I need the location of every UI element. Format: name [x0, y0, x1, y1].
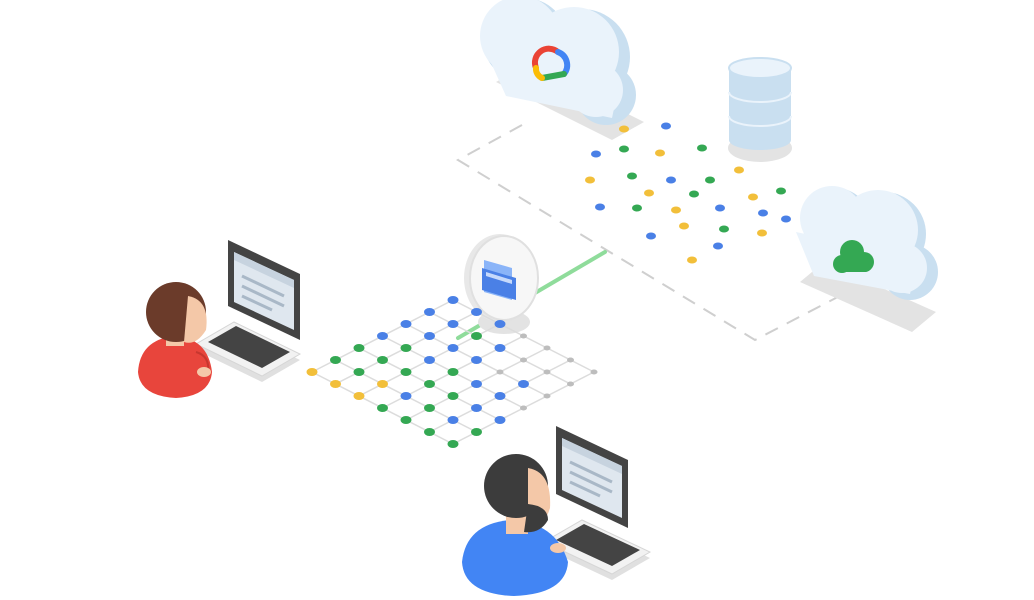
grid-dot [400, 392, 412, 400]
grid-dot [377, 404, 388, 412]
avatar-blue [462, 454, 568, 596]
grid-dot [494, 416, 506, 424]
grid-dot [306, 368, 318, 376]
grid-dot [471, 356, 482, 364]
grid-dot [424, 404, 435, 412]
grid-dot [447, 416, 459, 424]
dashed-region [455, 124, 906, 342]
database-cylinder-icon [728, 57, 792, 162]
grid-dot [543, 345, 551, 351]
folder-tray-icon [482, 260, 516, 300]
avatar-red [138, 282, 212, 398]
grid-dot [471, 380, 482, 388]
grid-dot [447, 320, 459, 328]
grid-dot [353, 344, 365, 352]
grid-dot [567, 381, 574, 387]
grid-dot [447, 440, 459, 448]
grid-dot [567, 357, 574, 363]
cloud-data-dots [585, 122, 791, 264]
grid-dot [424, 380, 435, 388]
grid-dot [447, 296, 459, 304]
user-blue [462, 426, 652, 596]
grid-dot [471, 428, 482, 436]
user-red [138, 240, 302, 398]
grid-dot [518, 380, 529, 388]
green-cloud [796, 186, 938, 332]
grid-dot [494, 344, 506, 352]
grid-dot [424, 332, 435, 340]
grid-dot [543, 393, 551, 399]
grid-dot [447, 368, 459, 376]
laptop-bottom [542, 426, 652, 580]
google-cloud [480, 0, 644, 140]
grid-dot [400, 368, 412, 376]
laptop-left [194, 240, 302, 382]
grid-dot [471, 308, 482, 316]
grid-dot [520, 333, 527, 339]
grid-dot [520, 405, 527, 411]
grid-dot [377, 380, 388, 388]
grid-dot [353, 392, 365, 400]
grid-dot [377, 356, 388, 364]
grid-dot [377, 332, 388, 340]
google-cloud-logo-icon [531, 45, 571, 81]
grid-dot [494, 392, 506, 400]
grid-dot [424, 356, 435, 364]
grid-dot [424, 308, 435, 316]
grid-dot [400, 320, 412, 328]
grid-dot [471, 404, 482, 412]
grid-dot [330, 380, 341, 388]
grid-dot [590, 369, 598, 375]
grid-dot [543, 369, 551, 375]
grid-dot [447, 392, 459, 400]
grid-dot [471, 332, 482, 340]
grid-dots [306, 296, 598, 448]
grid-dot [494, 320, 506, 328]
grid-dot [353, 368, 365, 376]
grid-dot [330, 356, 341, 364]
grid-dot [520, 357, 527, 363]
grid-dot [496, 369, 504, 375]
router-node [464, 234, 539, 334]
grid-dot [424, 428, 435, 436]
grid-dot [400, 344, 412, 352]
grid-dot [447, 344, 459, 352]
green-cloud-icon [833, 240, 874, 273]
grid-dot [400, 416, 412, 424]
